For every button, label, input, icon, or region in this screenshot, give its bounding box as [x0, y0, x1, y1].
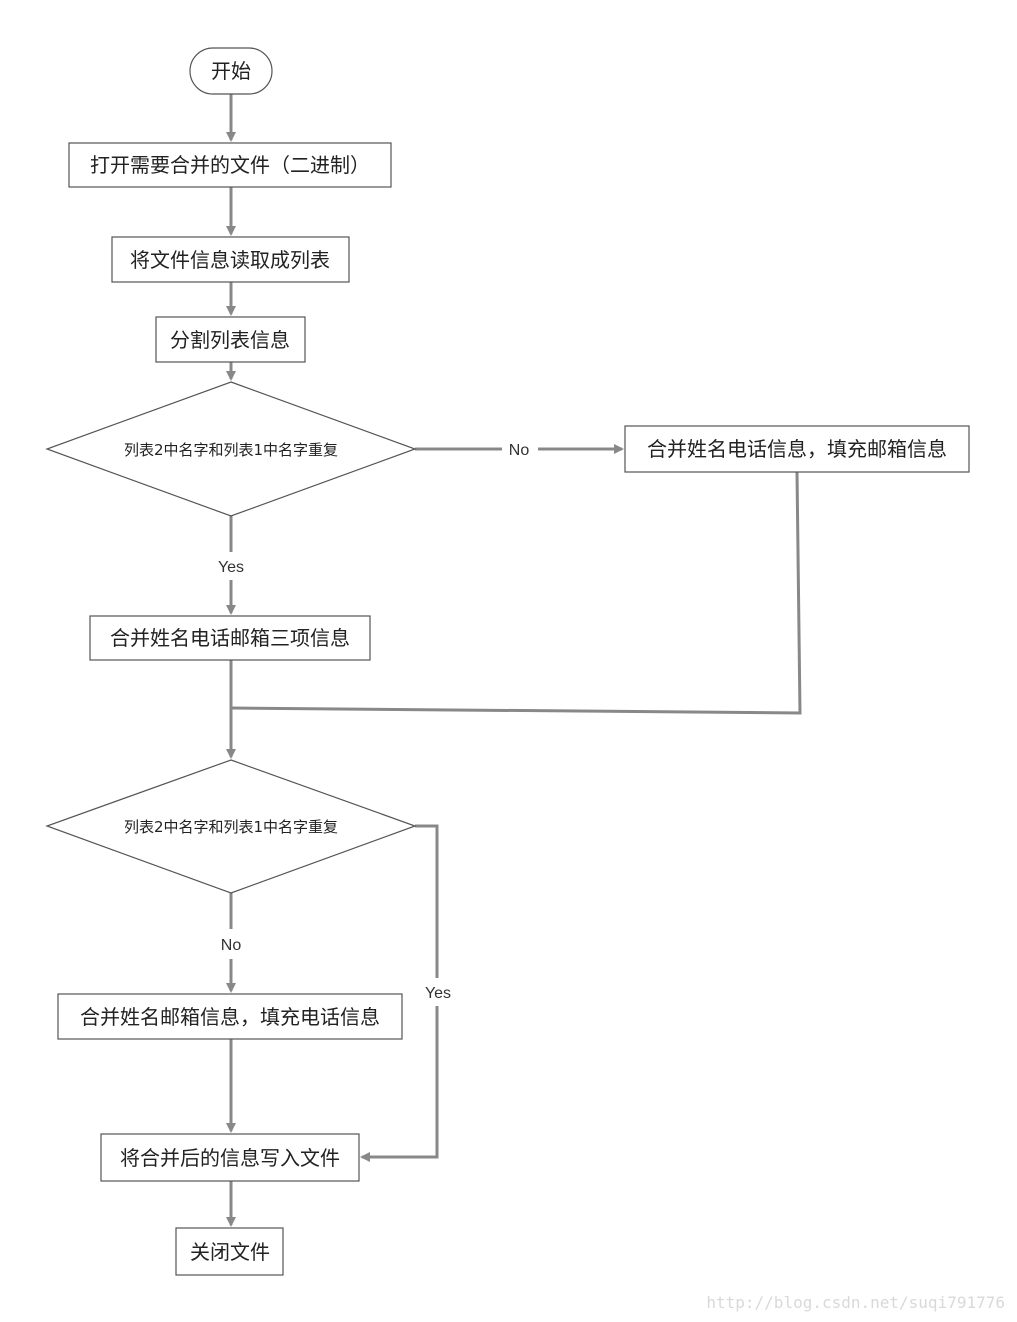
merge-fill-phone-step: 合并姓名邮箱信息，填充电话信息: [57, 993, 403, 1040]
merge-fill-email-label: 合并姓名电话信息，填充邮箱信息: [647, 437, 947, 461]
read-list-step: 将文件信息读取成列表: [111, 236, 350, 283]
split-list-step: 分割列表信息: [155, 316, 306, 363]
decision2-label: 列表2中名字和列表1中名字重复: [124, 818, 338, 836]
edge-label-d1-yes: Yes: [218, 559, 244, 576]
start-node: 开始: [189, 47, 273, 95]
edge-label-d1-no: No: [509, 442, 530, 459]
start-label: 开始: [211, 59, 251, 83]
read-list-label: 将文件信息读取成列表: [130, 248, 330, 272]
open-file-label: 打开需要合并的文件（二进制）: [90, 153, 370, 177]
edge-d2-yes-line-a: [415, 824, 439, 978]
merge-fill-email-step: 合并姓名电话信息，填充邮箱信息: [624, 425, 970, 473]
edge-d2-yes-line-b: [360, 1006, 439, 1162]
watermark: http://blog.csdn.net/suqi791776: [706, 1293, 1005, 1312]
merge-fill-phone-label: 合并姓名邮箱信息，填充电话信息: [80, 1005, 380, 1029]
decision1-label: 列表2中名字和列表1中名字重复: [124, 441, 338, 459]
open-file-step: 打开需要合并的文件（二进制）: [68, 142, 392, 188]
decision1: 列表2中名字和列表1中名字重复: [45, 381, 417, 517]
close-file-step: 关闭文件: [175, 1227, 284, 1276]
edge-label-d2-no: No: [221, 937, 242, 954]
merge-three-label: 合并姓名电话邮箱三项信息: [110, 626, 350, 650]
edge-label-d2-yes: Yes: [425, 985, 451, 1002]
decision2: 列表2中名字和列表1中名字重复: [45, 759, 417, 894]
edge-merge-email-join: [230, 471, 802, 715]
split-list-label: 分割列表信息: [170, 328, 290, 352]
connectors: [226, 94, 802, 1227]
close-file-label: 关闭文件: [190, 1240, 270, 1264]
merge-three-step: 合并姓名电话邮箱三项信息: [89, 615, 371, 661]
write-file-label: 将合并后的信息写入文件: [120, 1146, 340, 1170]
write-file-step: 将合并后的信息写入文件: [100, 1133, 360, 1182]
